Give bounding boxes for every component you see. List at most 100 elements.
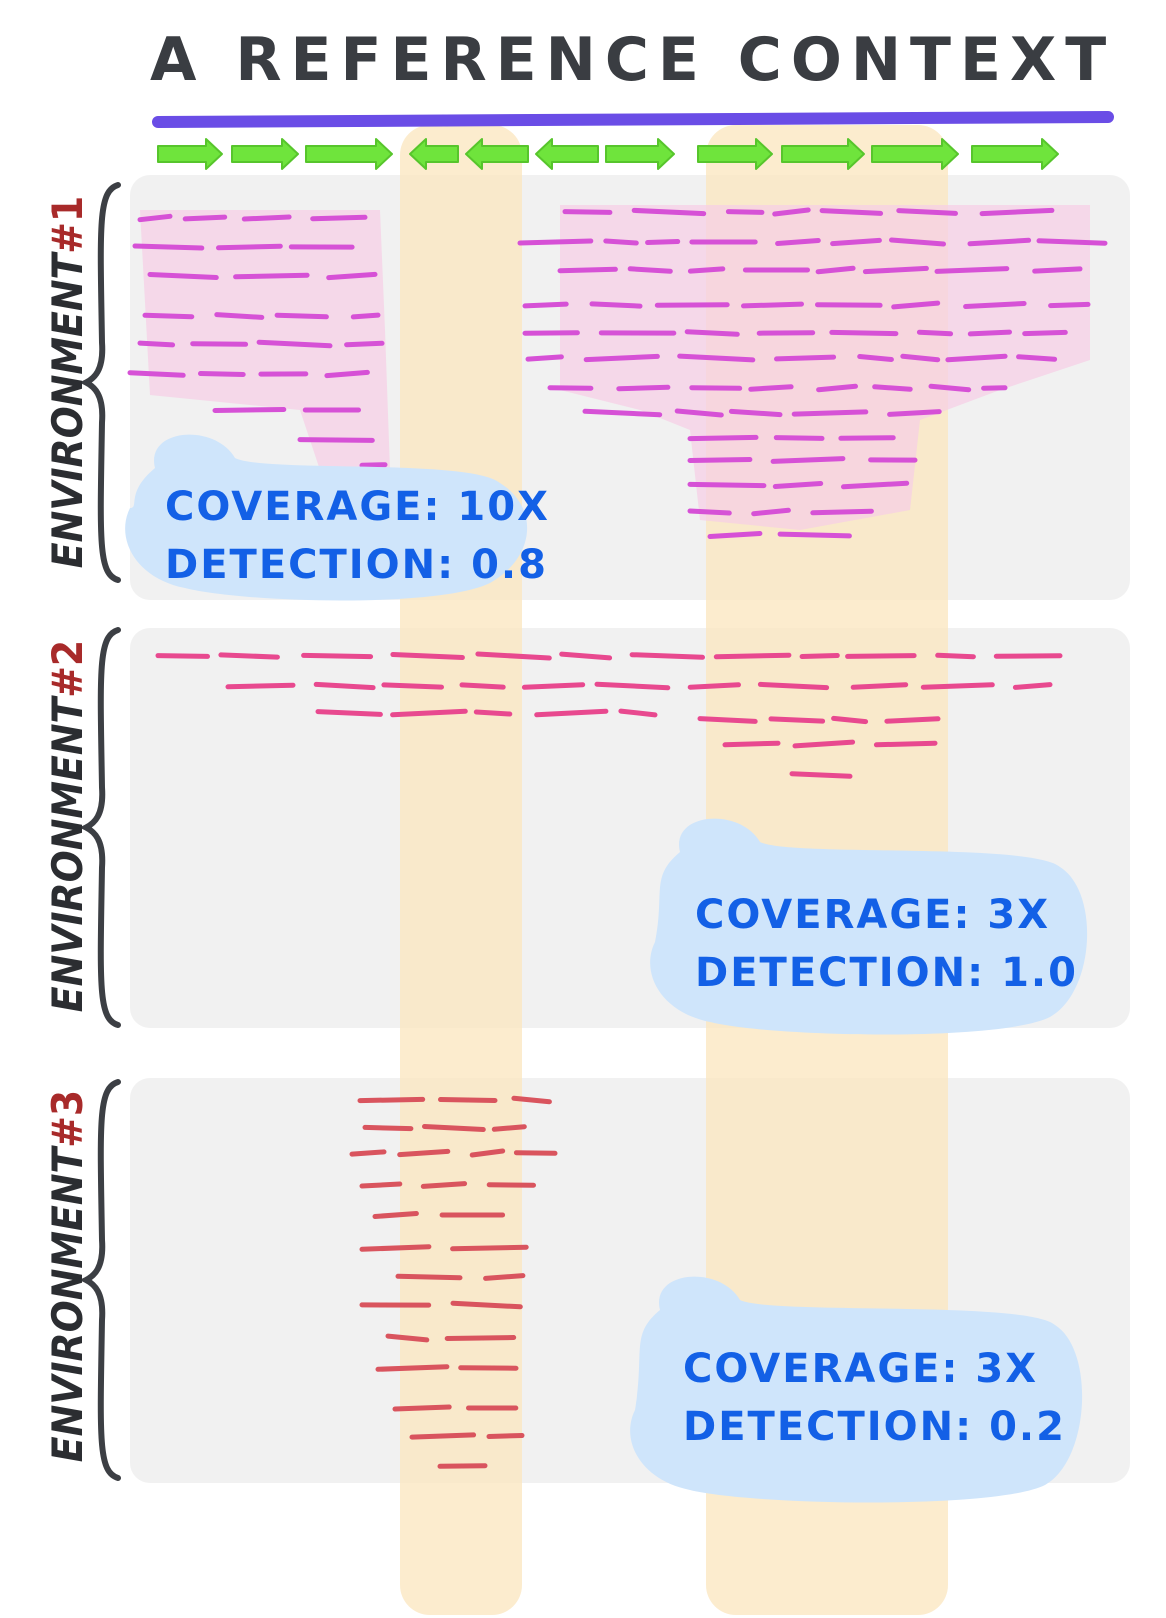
read-env1 bbox=[891, 300, 941, 310]
read-env1 bbox=[900, 353, 941, 363]
arrow-right-11 bbox=[971, 138, 1059, 170]
environment-2-number: #2 bbox=[43, 639, 92, 698]
read-env1 bbox=[689, 385, 743, 391]
read-env2 bbox=[1012, 682, 1053, 690]
read-env2 bbox=[799, 653, 840, 659]
read-env1 bbox=[777, 531, 852, 539]
read-env2 bbox=[225, 682, 296, 690]
environment-1-label: ENVIRONMENT#1 bbox=[38, 182, 98, 582]
read-env2 bbox=[920, 682, 995, 690]
read-env3 bbox=[359, 1244, 432, 1252]
read-env2 bbox=[559, 651, 613, 661]
read-env1 bbox=[816, 383, 858, 393]
read-env1 bbox=[214, 312, 265, 320]
environment-2-stats-bubble bbox=[650, 818, 1088, 1035]
read-env2 bbox=[473, 709, 513, 717]
read-env3 bbox=[483, 1273, 526, 1281]
environment-1-stats-bubble bbox=[125, 434, 528, 601]
environment-1-coverage: COVERAGE: 10X bbox=[165, 478, 548, 536]
read-env2 bbox=[768, 716, 826, 724]
environment-2-detection: DETECTION: 1.0 bbox=[695, 944, 1076, 1002]
read-env1 bbox=[677, 353, 756, 363]
arrow-right-8 bbox=[697, 138, 773, 170]
read-env1 bbox=[525, 354, 564, 362]
read-env1 bbox=[810, 508, 874, 516]
read-env1 bbox=[862, 265, 929, 275]
read-env2 bbox=[534, 708, 609, 718]
diagram-title: A REFERENCE CONTEXT bbox=[150, 25, 1116, 95]
highlight-column-1 bbox=[400, 125, 522, 1615]
read-env3 bbox=[375, 1364, 450, 1372]
read-env1 bbox=[687, 508, 732, 516]
read-env1 bbox=[582, 408, 663, 418]
environment-3-coverage: COVERAGE: 3X bbox=[683, 1340, 1043, 1398]
read-env3 bbox=[422, 1124, 486, 1132]
read-env1 bbox=[1048, 301, 1091, 309]
read-env1 bbox=[274, 312, 329, 320]
read-env2 bbox=[792, 739, 856, 749]
read-env1 bbox=[815, 302, 883, 308]
read-env1 bbox=[945, 353, 1008, 363]
arrow-right-9 bbox=[781, 138, 865, 170]
read-env1 bbox=[182, 214, 228, 222]
read-env1 bbox=[557, 266, 618, 274]
read-env1 bbox=[967, 237, 1032, 247]
read-env1 bbox=[687, 266, 726, 274]
read-env1 bbox=[841, 480, 910, 490]
read-env1 bbox=[889, 237, 946, 247]
detection-value: 0.2 bbox=[989, 1404, 1066, 1450]
read-env1 bbox=[645, 239, 681, 245]
read-env1 bbox=[829, 329, 899, 337]
arrow-right-3 bbox=[305, 138, 393, 170]
env1-coverage-fill-right bbox=[560, 205, 1090, 530]
read-env2 bbox=[713, 652, 792, 660]
read-env3 bbox=[409, 1432, 477, 1440]
environment-1-number: #1 bbox=[43, 195, 92, 254]
read-env1 bbox=[830, 237, 882, 247]
read-env2 bbox=[315, 709, 383, 717]
read-env2 bbox=[390, 652, 465, 660]
detection-label: DETECTION: bbox=[165, 542, 456, 588]
read-env2 bbox=[831, 715, 869, 725]
read-env1 bbox=[324, 369, 370, 379]
read-env3 bbox=[491, 1124, 527, 1132]
read-env3 bbox=[362, 1124, 414, 1132]
read-env1 bbox=[916, 329, 954, 337]
read-env3 bbox=[513, 1150, 558, 1156]
read-env1 bbox=[684, 329, 740, 337]
read-env1 bbox=[967, 329, 1012, 337]
read-env1 bbox=[928, 383, 972, 393]
read-env1 bbox=[1032, 266, 1083, 274]
read-env1 bbox=[603, 238, 639, 246]
environment-3-brace bbox=[79, 1079, 121, 1481]
environment-3-label: ENVIRONMENT#3 bbox=[38, 1076, 98, 1476]
coverage-value: 3X bbox=[987, 892, 1051, 938]
read-env1 bbox=[687, 457, 753, 463]
read-env1 bbox=[791, 409, 869, 417]
read-env1 bbox=[631, 207, 707, 217]
read-env2 bbox=[313, 681, 376, 691]
read-env1 bbox=[838, 435, 896, 441]
read-env2 bbox=[757, 681, 830, 691]
read-env1 bbox=[1036, 238, 1108, 246]
read-env2 bbox=[618, 708, 658, 718]
coverage-label: COVERAGE: bbox=[695, 892, 972, 938]
environment-2-stats: COVERAGE: 3X DETECTION: 1.0 bbox=[695, 886, 1076, 1002]
environment-1-brace bbox=[79, 182, 121, 583]
read-env3 bbox=[420, 1181, 468, 1189]
read-env1 bbox=[310, 214, 368, 222]
read-env1 bbox=[256, 339, 333, 349]
read-env2 bbox=[155, 653, 210, 659]
arrow-right-10 bbox=[871, 138, 959, 170]
read-env3 bbox=[349, 1149, 387, 1157]
read-env2 bbox=[687, 682, 741, 690]
read-env1 bbox=[142, 312, 195, 320]
arrow-right-1 bbox=[157, 138, 223, 170]
read-env2 bbox=[873, 740, 938, 748]
read-env1 bbox=[297, 437, 375, 443]
read-env2 bbox=[935, 652, 976, 660]
read-env3 bbox=[450, 1300, 523, 1310]
read-env1 bbox=[583, 353, 660, 363]
read-env1 bbox=[350, 312, 381, 320]
